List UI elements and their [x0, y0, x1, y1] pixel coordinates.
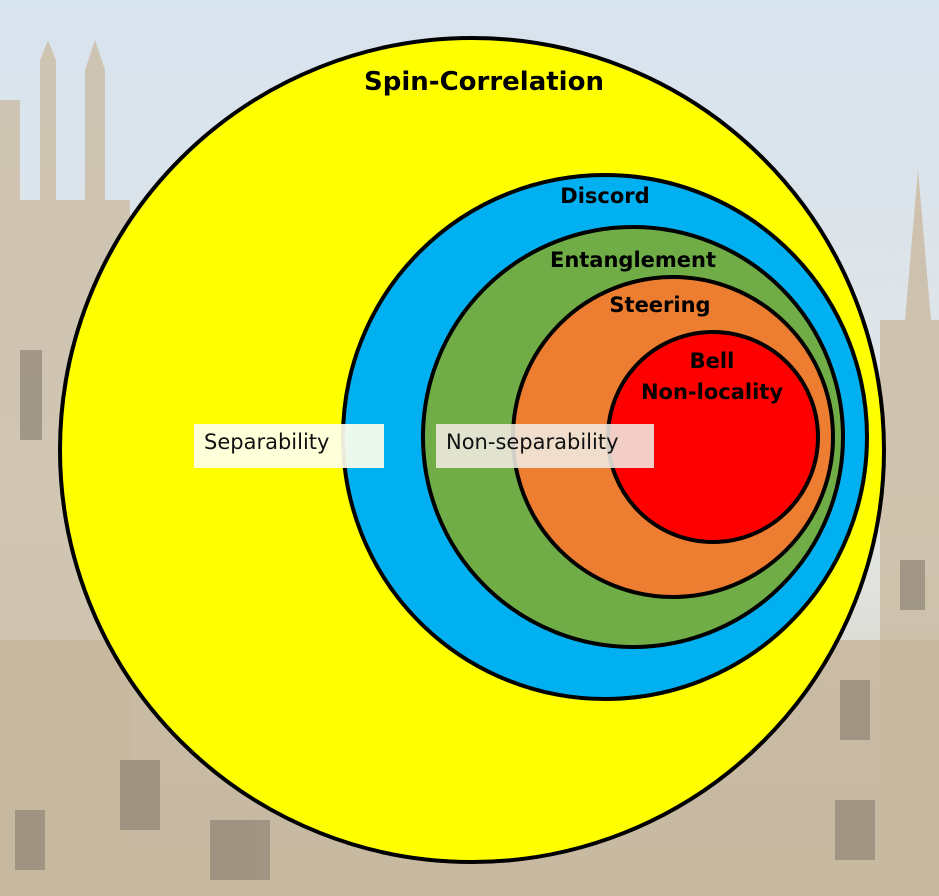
- entanglement-label: Entanglement: [550, 248, 716, 272]
- spin-correlation-label: Spin-Correlation: [364, 67, 604, 97]
- discord-label: Discord: [560, 184, 649, 208]
- separability-label: Separability: [194, 424, 384, 468]
- non-separability-label: Non-separability: [436, 424, 654, 468]
- bell-label: Bell: [690, 349, 735, 373]
- steering-label: Steering: [609, 293, 710, 317]
- nonlocality-label: Non-locality: [641, 380, 783, 404]
